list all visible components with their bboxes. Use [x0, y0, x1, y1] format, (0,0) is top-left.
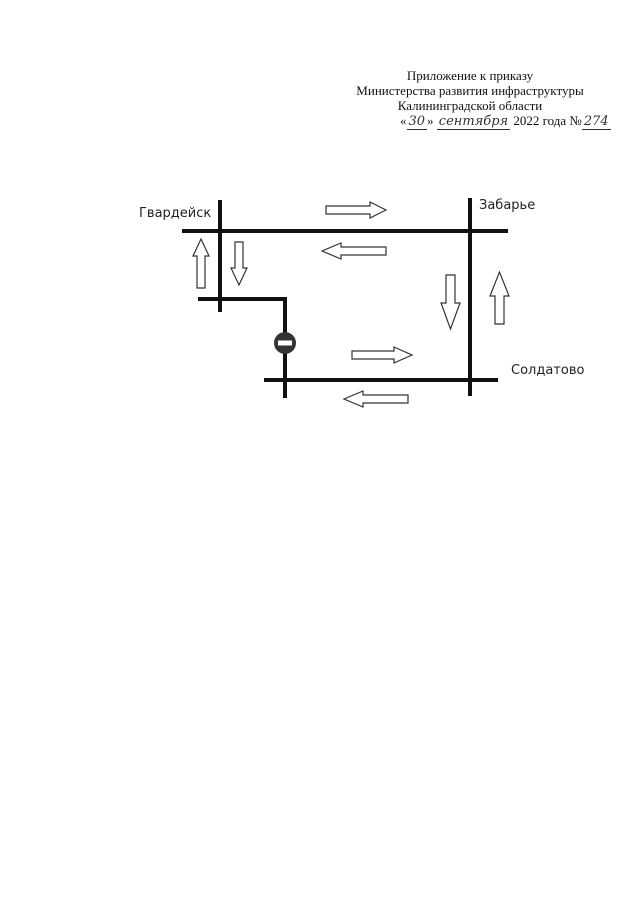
label-gvardeysk: Гвардейск [139, 206, 211, 221]
header-line-region: Калининградской области [397, 98, 543, 113]
arrow-down-east-road-icon [440, 274, 461, 331]
arrow-up-east-road-icon [489, 270, 510, 325]
date-year-text: 2022 года № [513, 113, 582, 128]
document-header: Приложение к приказу Министерства развит… [340, 68, 611, 130]
arrow-down-gvardeysk-icon [230, 241, 248, 287]
label-zabarye: Забарье [479, 198, 535, 213]
date-day-handwritten: 30 [406, 114, 428, 130]
arrow-right-south-road-icon [351, 346, 414, 364]
arrow-left-north-road-icon [320, 242, 387, 260]
header-line-appendix: Приложение к приказу [406, 68, 534, 83]
arrow-up-gvardeysk-icon [192, 237, 210, 289]
roads [182, 198, 508, 398]
date-open-quote: « [400, 113, 407, 128]
arrow-left-south-road-icon [342, 390, 409, 408]
date-close-quote: » [427, 113, 434, 128]
road-detour-segment [198, 297, 287, 398]
order-number-handwritten: 274 [581, 114, 611, 130]
arrow-right-north-road-icon [325, 201, 388, 219]
label-soldatovo: Солдатово [511, 363, 584, 378]
date-month-handwritten: сентября [436, 114, 511, 130]
no-entry-sign-icon [274, 332, 296, 354]
header-line-ministry: Министерства развития инфраструктуры [356, 83, 584, 98]
